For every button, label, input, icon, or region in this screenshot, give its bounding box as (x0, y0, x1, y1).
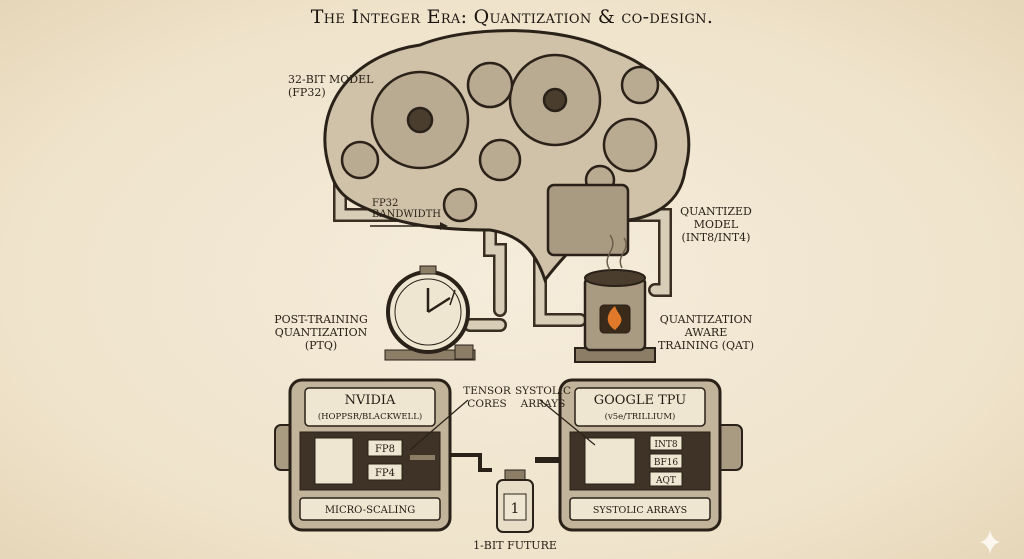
label-line: model (693, 218, 739, 231)
stopwatch-icon (384, 265, 476, 361)
tpu-name: GOOGLE TPU (594, 393, 687, 408)
label-line: arrays (520, 398, 566, 410)
quantizer-block (546, 183, 630, 257)
sparkle-icon (980, 530, 1000, 554)
furnace-icon (574, 234, 656, 363)
label-line: Quantized (680, 205, 752, 218)
label-fp32-model: 32-bit model (FP32) (288, 73, 373, 99)
format-aqt: AQT (655, 476, 676, 486)
label-line: Quantization (659, 313, 753, 326)
label-line: (INT8/INT4) (681, 231, 751, 244)
tpu-plate: SYSTOLIC ARRAYS (593, 505, 687, 516)
format-fp4: FP4 (375, 468, 395, 479)
page-title: The Integer Era: Quantization & co-desig… (310, 6, 714, 28)
label-line: bandwidth (372, 209, 441, 220)
bottle-icon (496, 469, 534, 533)
format-fp8: FP8 (375, 444, 395, 455)
label-line: aware (684, 326, 728, 339)
label-line: cores (467, 398, 507, 410)
label-line: training (QAT) (657, 339, 755, 352)
label-ptq: Post-training quantization (PTQ) (266, 313, 376, 352)
label-line: FP32 (372, 198, 399, 209)
label-systolic-arrays: Systolic arrays (510, 385, 576, 411)
label-one-bit-future: 1-bit future (473, 539, 557, 552)
label-line: Tensor (463, 385, 511, 397)
label-line: (FP32) (288, 86, 326, 99)
label-quantized-model: Quantized model (INT8/INT4) (668, 205, 764, 244)
label-bandwidth: FP32 bandwidth (372, 198, 441, 220)
nvidia-plate: MICRO-SCALING (325, 505, 415, 516)
bottle-label: 1 (511, 501, 520, 517)
tensor-cores-callout (409, 399, 469, 451)
nvidia-name: NVIDIA (345, 393, 396, 408)
label-line: quantization (274, 326, 368, 339)
label-line: Systolic (514, 385, 572, 397)
systolic-callout (539, 399, 596, 446)
nvidia-sub: (HOPPSR/BLACKWELL) (318, 411, 422, 422)
label-line: (PTQ) (304, 339, 338, 352)
label-line: Post-training (274, 313, 368, 326)
label-tensor-cores: Tensor cores (462, 385, 512, 411)
tpu-machine (535, 378, 743, 532)
format-int8: INT8 (654, 440, 677, 450)
label-line: 32-bit model (288, 73, 374, 86)
label-qat: Quantization aware training (QAT) (650, 313, 762, 352)
format-bf16: BF16 (654, 458, 679, 468)
tpu-sub: (v5e/TRILLIUM) (605, 411, 676, 422)
